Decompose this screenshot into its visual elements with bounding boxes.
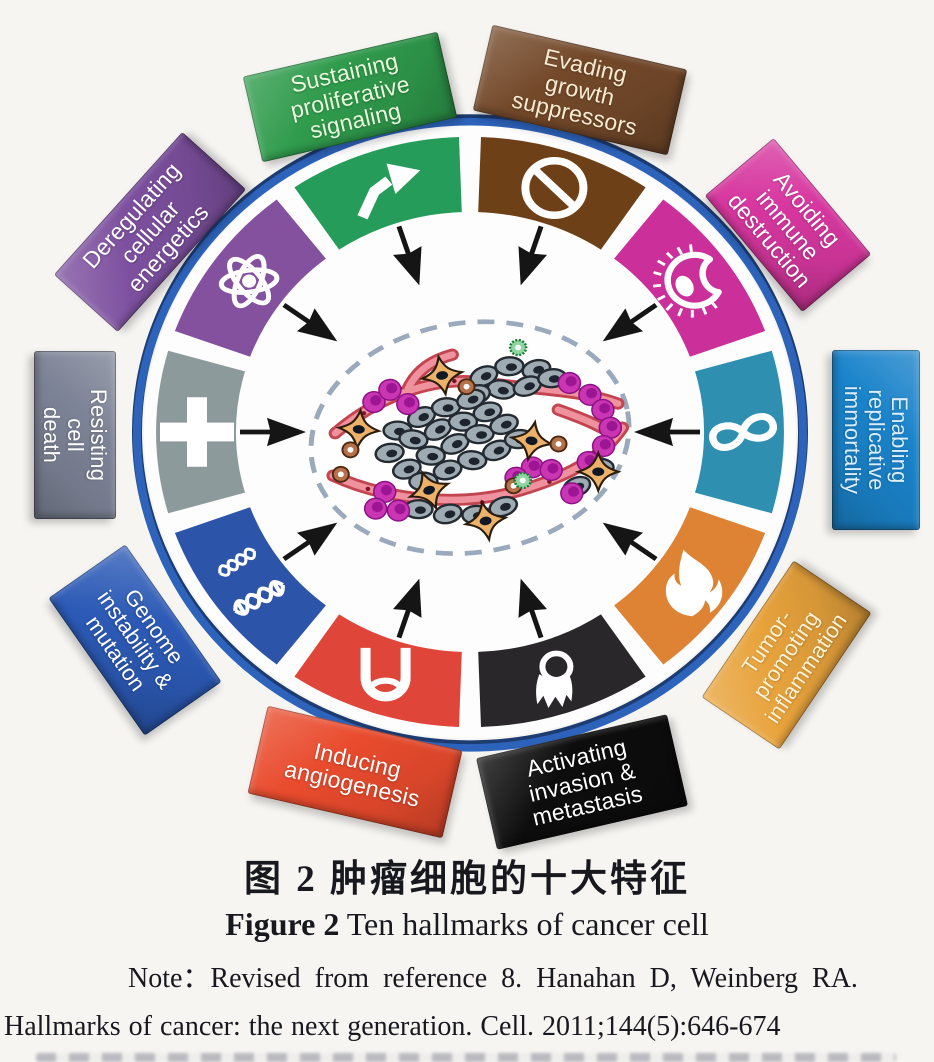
label-line: immortality: [840, 385, 866, 495]
figure-caption: 图 2 肿瘤细胞的十大特征 Figure 2 Ten hallmarks of …: [0, 853, 934, 1062]
inward-arrow: [518, 578, 547, 639]
tumor-illustration: [308, 319, 632, 556]
label-resisting-cell-death: Resisting cell death: [34, 351, 116, 519]
segment-activating-invasion-metastasis: [478, 614, 646, 727]
immune-cell-icon: [652, 244, 722, 318]
segment-inducing-angiogenesis: [294, 614, 462, 727]
caption-figure-number: Figure 2: [225, 906, 340, 942]
inward-arrow: [393, 225, 422, 286]
caption-title-en: Figure 2 Ten hallmarks of cancer cell: [0, 903, 934, 945]
inward-arrow: [393, 578, 422, 639]
inward-arrow: [240, 417, 306, 447]
caption-note: Note：Revised from reference 8. Hanahan D…: [128, 963, 858, 994]
inward-arrow: [634, 417, 700, 447]
inward-arrow: [282, 522, 338, 561]
cut-off-text-line: [36, 1053, 896, 1062]
caption-title-en-text: Ten hallmarks of cancer cell: [339, 906, 709, 942]
inward-arrows: [240, 225, 700, 639]
atom-icon: [218, 254, 280, 309]
label-line: replicative: [863, 389, 889, 491]
segment-genome-instability-mutation: [174, 507, 326, 665]
medical-cross-icon: [160, 397, 234, 467]
flame-icon: [665, 549, 723, 617]
label-enabling-replicative-immortality: Enabling replicative immortality: [832, 350, 920, 530]
wheel-ring: [133, 118, 807, 752]
prohibition-icon: [521, 156, 588, 219]
dna-icon: [218, 547, 285, 616]
infinity-icon: [709, 413, 777, 451]
hallmarks-wheel-figure: [132, 114, 808, 752]
inward-arrow: [602, 303, 658, 342]
inward-arrow: [518, 225, 547, 286]
label-line: death: [39, 406, 65, 464]
label-line: Enabling: [886, 396, 912, 484]
inward-arrow: [602, 522, 658, 561]
wheel-segments: [156, 137, 784, 727]
vessel-sprout-icon: [360, 647, 411, 702]
caption-reference: Hallmarks of cancer: the next generation…: [4, 1011, 781, 1042]
curved-arrow-icon: [357, 163, 421, 220]
label-line: Resisting: [85, 388, 111, 482]
invading-cell-icon: [536, 650, 574, 708]
label-line: cell: [62, 418, 88, 452]
caption-title-zh: 图 2 肿瘤细胞的十大特征: [244, 859, 690, 900]
segment-avoiding-immune-destruction: [614, 199, 766, 357]
inward-arrow: [282, 303, 338, 342]
segment-icons: [160, 156, 777, 708]
